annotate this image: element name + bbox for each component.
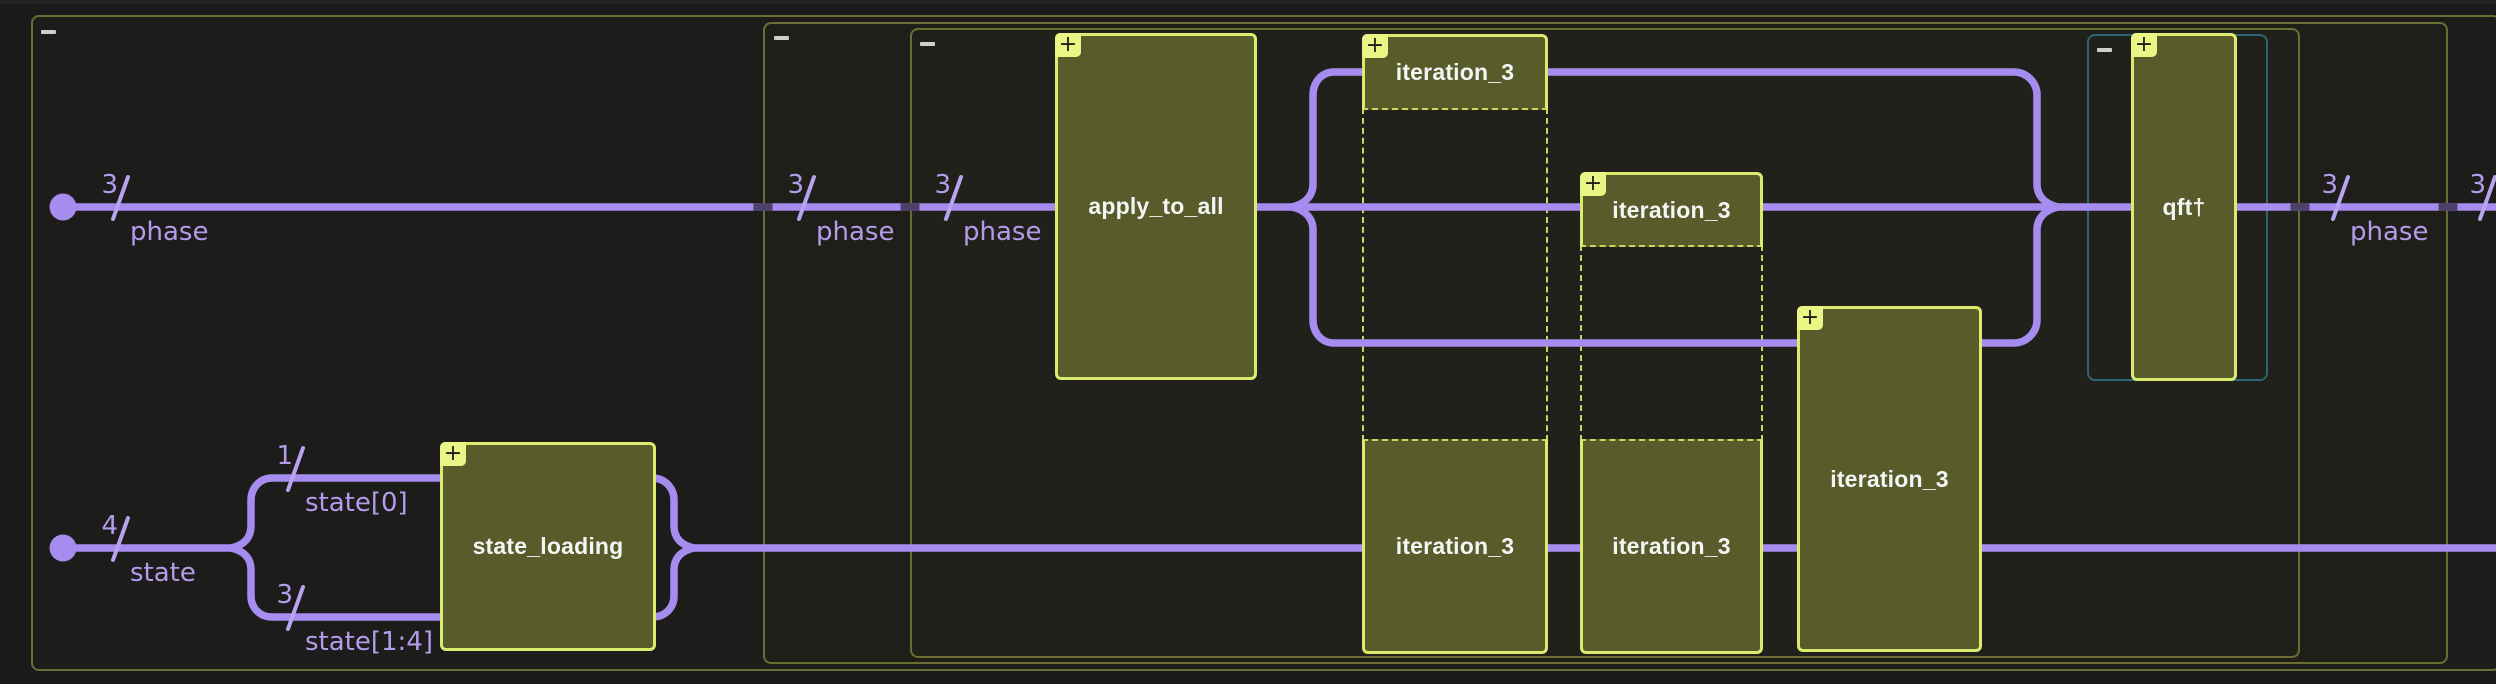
- expand-icon[interactable]: +: [1055, 33, 1081, 57]
- gate-apply-to-all[interactable]: + apply_to_all: [1055, 33, 1257, 380]
- expand-icon[interactable]: +: [440, 442, 466, 466]
- collapse-icon[interactable]: −: [41, 30, 56, 34]
- expand-icon[interactable]: +: [2131, 33, 2157, 57]
- top-edge-strip: [0, 0, 2496, 4]
- collapse-icon[interactable]: −: [774, 36, 789, 40]
- gate-state-loading[interactable]: + state_loading: [440, 442, 656, 651]
- collapse-icon[interactable]: −: [2097, 48, 2112, 52]
- gate-iteration-3-mid-lower[interactable]: iteration_3: [1580, 439, 1763, 654]
- gate-iteration-3-top-lower[interactable]: iteration_3: [1362, 439, 1548, 654]
- gate-label: state_loading: [472, 533, 624, 559]
- gate-label: apply_to_all: [1088, 193, 1224, 219]
- gate-label: iteration_3: [1395, 59, 1515, 85]
- expand-icon[interactable]: +: [1362, 34, 1388, 58]
- gate-label: iteration_3: [1395, 532, 1515, 559]
- gate-label: iteration_3: [1612, 196, 1731, 223]
- gate-qft-dagger[interactable]: + qft†: [2131, 33, 2237, 381]
- gate-iteration-3-right[interactable]: + iteration_3: [1797, 306, 1982, 652]
- gate-iteration-3-top[interactable]: + iteration_3: [1362, 34, 1548, 110]
- gate-label: qft†: [2162, 193, 2206, 220]
- expand-icon[interactable]: +: [1797, 306, 1823, 330]
- iteration-top-dashed-body: [1362, 108, 1548, 441]
- collapse-icon[interactable]: −: [920, 42, 935, 46]
- gate-label: iteration_3: [1830, 465, 1949, 492]
- expand-icon[interactable]: +: [1580, 172, 1606, 196]
- gate-iteration-3-mid[interactable]: + iteration_3: [1580, 172, 1763, 247]
- iteration-mid-dashed-body: [1580, 245, 1763, 441]
- gate-label: iteration_3: [1612, 532, 1731, 559]
